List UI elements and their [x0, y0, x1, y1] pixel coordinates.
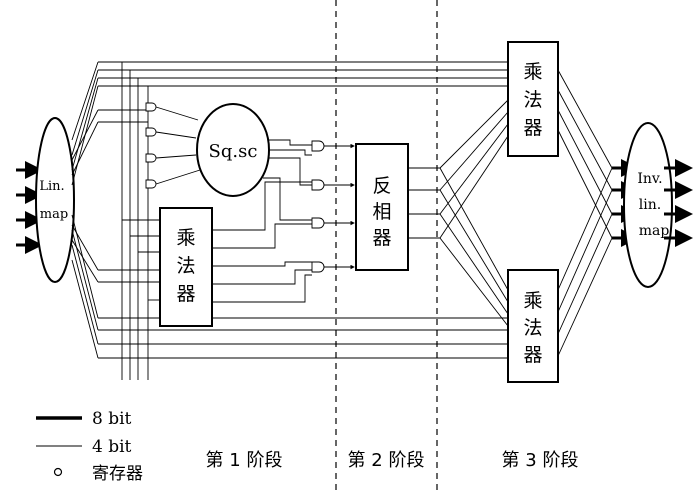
legend-register-label: 寄存器: [92, 464, 143, 484]
multiplier-stage3-bottom-label-1: 乘: [523, 290, 542, 312]
multiplier-stage3-top-label-3: 器: [523, 117, 542, 139]
multiplier-stage3-top: [507, 41, 559, 157]
multiplier-stage3-bottom-label-2: 法: [523, 317, 542, 339]
registers-stage1: [145, 102, 157, 189]
linmap-fanout: [71, 61, 508, 380]
inverter-label-2: 相: [372, 201, 391, 223]
multiplier-stage1: [159, 207, 213, 327]
stage-label-2: 第 2 阶段: [348, 450, 425, 471]
lin-map-label-2: map: [40, 207, 68, 222]
inv-lin-map-label-3: map: [639, 223, 670, 239]
multiplier-stage1-label-1: 乘: [176, 227, 195, 249]
inv-lin-map-label-1: Inv.: [637, 171, 662, 187]
multiplier-stage1-label-3: 器: [176, 283, 195, 305]
multiplier-stage3-top-label-2: 法: [523, 89, 542, 111]
stage-label-3: 第 3 阶段: [502, 450, 579, 471]
multiplier-stage3-top-label-1: 乘: [523, 61, 542, 83]
stage1-outputs: [212, 139, 312, 303]
registers-stage1-out: [311, 140, 325, 273]
inv-lin-map-label-2: lin.: [639, 197, 661, 213]
lin-map-block: [35, 117, 75, 283]
stage-label-1: 第 1 阶段: [206, 450, 283, 471]
multiplier-stage1-label-2: 法: [176, 255, 195, 277]
inverter-outputs: [408, 99, 509, 327]
inverter-inputs: [324, 143, 355, 270]
sqsc-inputs: [155, 106, 201, 185]
sqsc-label: Sq.sc: [209, 141, 258, 162]
legend-thin-label: 4 bit: [92, 437, 132, 457]
stage3-outputs: [557, 69, 613, 357]
multiplier-stage3-bottom: [507, 269, 559, 383]
inv-lin-map-block: [623, 122, 673, 288]
inverter-label-1: 反: [372, 175, 391, 197]
inverter-label-3: 器: [372, 227, 391, 249]
inverter-block: [355, 143, 409, 271]
legend-register-symbol: [53, 467, 63, 477]
legend-thick-label: 8 bit: [92, 409, 132, 429]
multiplier-stage3-bottom-label-3: 器: [523, 344, 542, 366]
lin-map-label-1: Lin.: [39, 179, 64, 194]
output-arrows: [664, 159, 693, 247]
